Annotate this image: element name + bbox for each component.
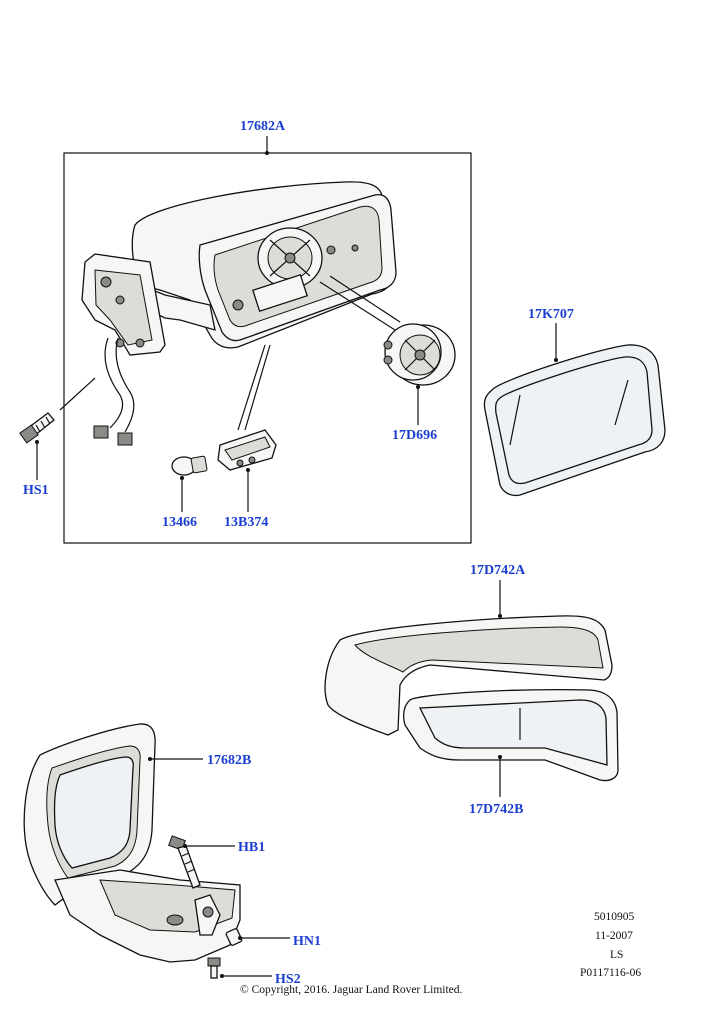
mirror-housing-17682b xyxy=(23,723,241,963)
label-13466: 13466 xyxy=(162,515,197,530)
actuator-17d696 xyxy=(383,323,456,386)
copyright: © Copyright, 2016. Jaguar Land Rover Lim… xyxy=(240,984,463,996)
drawing-ref: P0117116-06 xyxy=(580,967,641,979)
hn1-nut xyxy=(225,928,243,946)
label-17d696: 17D696 xyxy=(392,428,437,443)
drawing-region: LS xyxy=(610,949,623,961)
label-hs2: HS2 xyxy=(275,972,301,987)
lamp-13b374 xyxy=(217,429,277,471)
skull-cap-17d742b xyxy=(403,689,619,782)
hb1-bolt xyxy=(168,835,201,889)
mounting-bracket xyxy=(81,253,166,446)
label-17682b: 17682B xyxy=(207,753,251,768)
hs2-screw xyxy=(207,957,221,979)
drawing-code: 5010905 xyxy=(594,911,635,923)
label-17682a: 17682A xyxy=(240,119,286,134)
label-17k707: 17K707 xyxy=(528,307,574,322)
hs1-screw xyxy=(19,412,55,444)
label-17d742a: 17D742A xyxy=(470,563,526,578)
mirror-glass-17k707 xyxy=(483,344,666,497)
cover-cap-17d742a xyxy=(324,615,613,736)
label-13b374: 13B374 xyxy=(224,515,268,530)
label-hs1: HS1 xyxy=(23,483,49,498)
mirror-housing-assembly xyxy=(131,181,397,349)
label-hn1: HN1 xyxy=(293,934,321,949)
label-hb1: HB1 xyxy=(238,840,265,855)
bulb-13466 xyxy=(171,455,208,476)
drawing-date: 11-2007 xyxy=(595,930,633,942)
label-17d742b: 17D742B xyxy=(469,802,523,817)
